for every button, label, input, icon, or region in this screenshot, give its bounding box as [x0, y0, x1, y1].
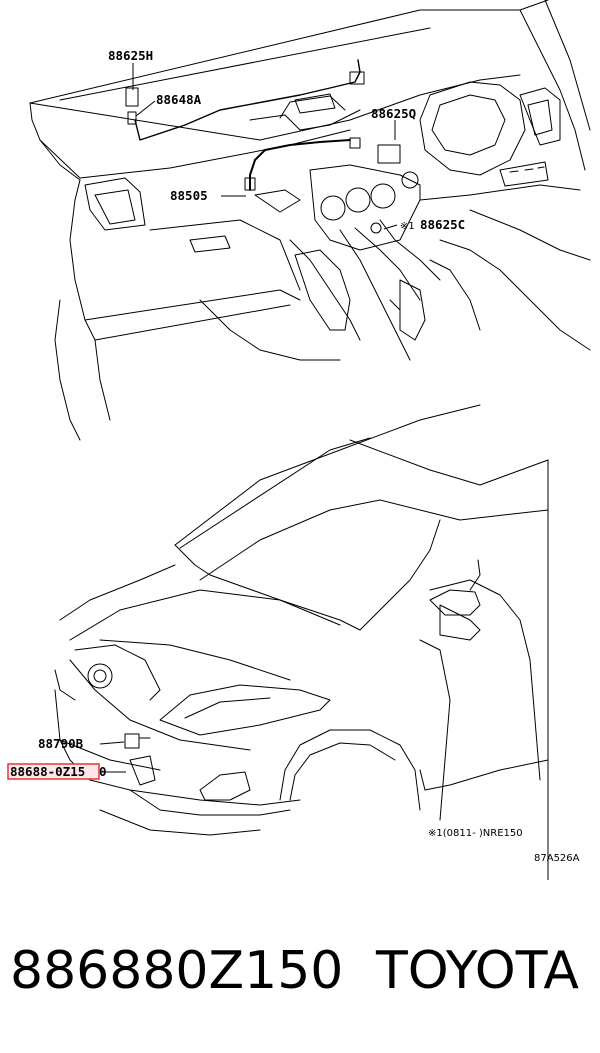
label-88625h: 88625H [108, 48, 153, 63]
dashboard-drawing [29, 0, 591, 441]
label-88505: 88505 [170, 188, 208, 203]
label-note-mark: ※1 [400, 221, 415, 232]
brand-name: TOYOTA [376, 941, 579, 1001]
label-88625c: 88625C [420, 217, 465, 232]
diagram-code: 87A526A [534, 853, 580, 864]
diagram-svg: 88625H 88648A 88625Q 88505 ※1 88625C 887… [7, 0, 591, 881]
highlight-box [7, 763, 100, 780]
label-88648a: 88648A [156, 92, 202, 107]
footnote: ※1(0811- )NRE150 [428, 828, 523, 839]
part-number: 886880Z150 [10, 941, 344, 1001]
car-drawing [54, 404, 549, 881]
parts-diagram: 88625H 88648A 88625Q 88505 ※1 88625C 887… [7, 0, 591, 881]
label-88688-tail: 0 [99, 764, 107, 779]
label-88790b: 88790B [38, 736, 84, 751]
caption: 886880Z150 TOYOTA [0, 936, 600, 1006]
label-88688-0z150: 88688-0Z15 [10, 764, 85, 779]
leader-lines [99, 63, 398, 773]
label-88625q: 88625Q [371, 106, 416, 121]
